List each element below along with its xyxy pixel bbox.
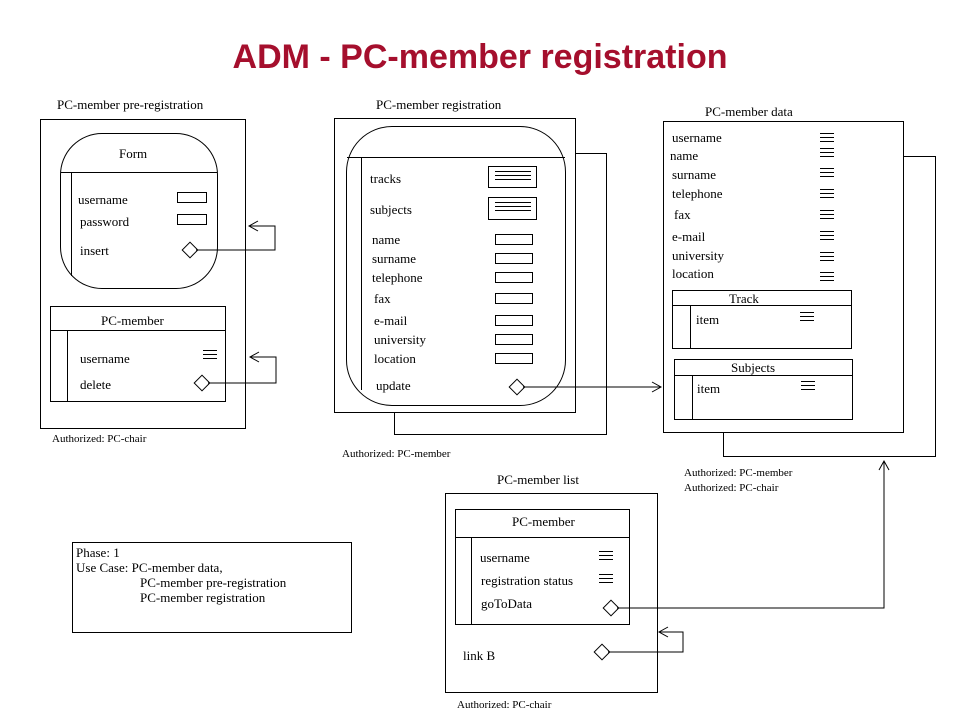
multivalue-icon xyxy=(820,148,834,160)
multivalue-icon xyxy=(203,350,217,362)
link-b-label: link B xyxy=(463,648,496,663)
link-b-arrow xyxy=(608,631,684,653)
username-label: username xyxy=(78,192,128,207)
tracks-multiselect[interactable] xyxy=(488,166,537,188)
subjects-multiselect[interactable] xyxy=(488,197,537,220)
list-unit-title: PC-member xyxy=(512,514,575,529)
data-authorized-chair: Authorized: PC-chair xyxy=(684,482,779,494)
use-case-registration: PC-member registration xyxy=(140,590,266,605)
preregistration-list-unit xyxy=(50,306,226,402)
update-label: update xyxy=(376,378,411,393)
registration-header: PC-member registration xyxy=(376,97,502,112)
password-input[interactable] xyxy=(177,214,207,225)
email-label: e-mail xyxy=(374,313,408,328)
tracks-label: tracks xyxy=(370,171,402,186)
use-case-line: Use Case: PC-member data, xyxy=(76,560,223,575)
phase-line: Phase: 1 xyxy=(76,545,120,560)
multivalue-icon xyxy=(801,381,815,393)
telephone-label: telephone xyxy=(372,270,423,285)
multivalue-icon xyxy=(599,574,613,586)
preregistration-authorized: Authorized: PC-chair xyxy=(52,433,147,445)
data-page xyxy=(663,121,904,433)
preregistration-header: PC-member pre-registration xyxy=(57,97,204,112)
username-input[interactable] xyxy=(177,192,207,203)
multivalue-icon xyxy=(820,189,834,201)
subjects-label: subjects xyxy=(370,202,412,217)
subjects-unit xyxy=(674,359,853,420)
list-username-label: username xyxy=(480,550,530,565)
registration-status-label: registration status xyxy=(481,573,574,588)
list-page xyxy=(445,493,658,693)
name-label: name xyxy=(372,232,401,247)
delete-label: delete xyxy=(80,377,112,392)
subjects-title: Subjects xyxy=(731,360,776,375)
preregistration-list-title: PC-member xyxy=(101,313,164,328)
data-location-label: location xyxy=(672,266,714,281)
data-university-label: university xyxy=(672,248,724,263)
list-header: PC-member list xyxy=(497,472,579,487)
telephone-input[interactable] xyxy=(495,272,533,283)
track-unit xyxy=(672,290,852,349)
delete-arrow xyxy=(208,356,277,384)
email-input[interactable] xyxy=(495,315,533,326)
track-item-label: item xyxy=(696,312,720,327)
subjects-item-label: item xyxy=(697,381,721,396)
multivalue-icon xyxy=(820,252,834,264)
location-input[interactable] xyxy=(495,353,533,364)
data-username-label: username xyxy=(672,130,722,145)
multivalue-icon xyxy=(820,210,834,222)
page-title: ADM - PC-member registration xyxy=(232,38,728,76)
password-label: password xyxy=(80,214,130,229)
surname-input[interactable] xyxy=(495,253,533,264)
insert-arrow xyxy=(196,225,276,251)
multivalue-icon xyxy=(599,551,613,563)
fax-input[interactable] xyxy=(495,293,533,304)
multivalue-icon xyxy=(820,272,834,284)
name-input[interactable] xyxy=(495,234,533,245)
list-authorized: Authorized: PC-chair xyxy=(457,699,552,711)
data-header: PC-member data xyxy=(705,104,793,119)
data-authorized-member: Authorized: PC-member xyxy=(684,467,793,479)
data-email-label: e-mail xyxy=(672,229,706,244)
multivalue-icon xyxy=(820,231,834,243)
data-fax-label: fax xyxy=(674,207,691,222)
fax-label: fax xyxy=(374,291,391,306)
multivalue-icon xyxy=(800,312,814,324)
registration-authorized: Authorized: PC-member xyxy=(342,448,451,460)
list-unit xyxy=(455,509,630,625)
use-case-preregistration: PC-member pre-registration xyxy=(140,575,287,590)
form-title: Form xyxy=(119,146,148,161)
list-username-label: username xyxy=(80,351,130,366)
location-label: location xyxy=(374,351,416,366)
registration-form-unit xyxy=(346,126,566,406)
data-name-label: name xyxy=(670,148,699,163)
gotodata-arrow xyxy=(617,462,885,609)
track-title: Track xyxy=(729,291,759,306)
preregistration-page xyxy=(40,119,246,429)
form-unit xyxy=(60,133,218,289)
surname-label: surname xyxy=(372,251,417,266)
phase-note: Phase: 1 Use Case: PC-member data, PC-me… xyxy=(72,542,352,633)
gotodata-label: goToData xyxy=(481,596,533,611)
university-input[interactable] xyxy=(495,334,533,345)
insert-label: insert xyxy=(80,243,109,258)
multivalue-icon xyxy=(820,133,834,145)
multivalue-icon xyxy=(820,168,834,180)
data-telephone-label: telephone xyxy=(672,186,723,201)
university-label: university xyxy=(374,332,426,347)
data-surname-label: surname xyxy=(672,167,717,182)
